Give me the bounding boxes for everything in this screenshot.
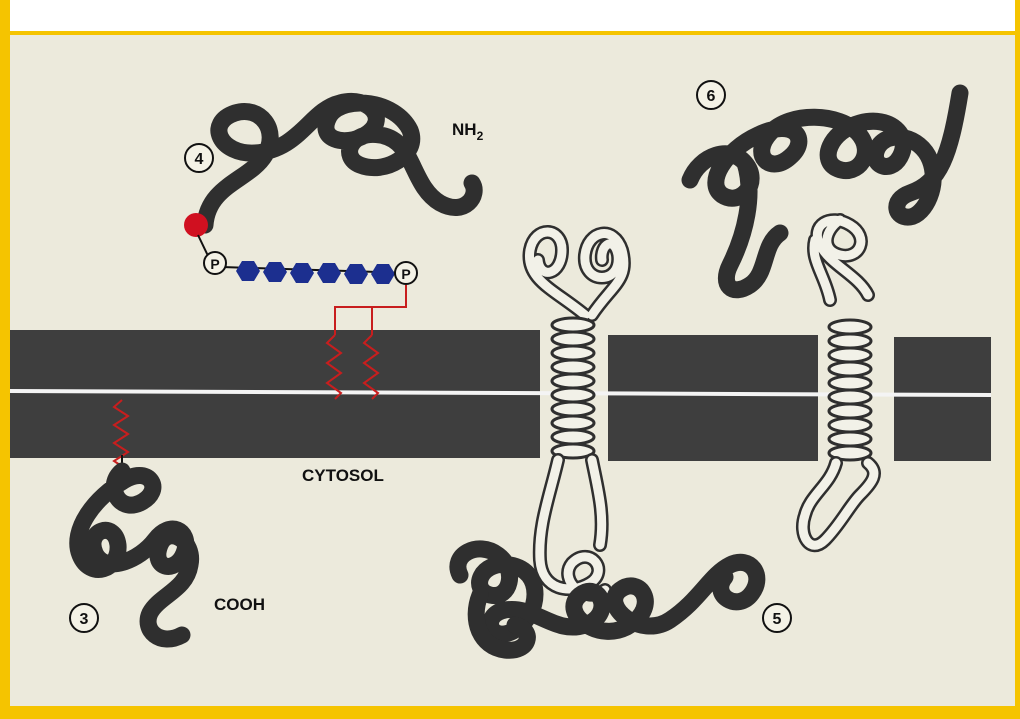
marker-3-label: 3	[80, 611, 89, 628]
cytosol-label: CYTOSOL	[302, 466, 384, 485]
sugar-unit-3	[290, 263, 314, 283]
sugar-unit-5	[344, 264, 368, 284]
sugar-unit-6	[371, 264, 395, 284]
protein-4-chain	[205, 101, 474, 225]
lipid-linker	[335, 285, 406, 335]
phosphate-left-label: P	[210, 256, 219, 272]
marker-5-label: 5	[773, 611, 782, 628]
marker-5: 5	[763, 604, 791, 632]
cooh-label: COOH	[214, 595, 265, 614]
marker-4: 4	[185, 144, 213, 172]
protein-6-helix	[829, 320, 871, 460]
marker-3: 3	[70, 604, 98, 632]
sugar-unit-2	[263, 262, 287, 282]
membrane-diagram: P P NH2 COOH	[10, 35, 1015, 706]
nh2-label: NH2	[452, 120, 484, 143]
membrane-protein-figure: P P NH2 COOH	[10, 35, 1015, 706]
marker-4-label: 4	[195, 151, 204, 168]
sugar-unit-4	[317, 263, 341, 283]
membrane-block-middle	[608, 335, 818, 461]
red-anchor-bead	[184, 213, 208, 237]
bottom-border	[0, 706, 1020, 719]
protein-6-transmembrane	[690, 93, 960, 545]
membrane-block-right	[894, 337, 991, 461]
right-border	[1015, 0, 1020, 719]
top-strip	[0, 0, 1020, 35]
phosphate-right-label: P	[401, 266, 410, 282]
sugar-unit-1	[236, 261, 260, 281]
marker-6-label: 6	[707, 88, 716, 105]
left-border	[0, 0, 10, 719]
protein-5-helix	[552, 318, 594, 458]
marker-6: 6	[697, 81, 725, 109]
